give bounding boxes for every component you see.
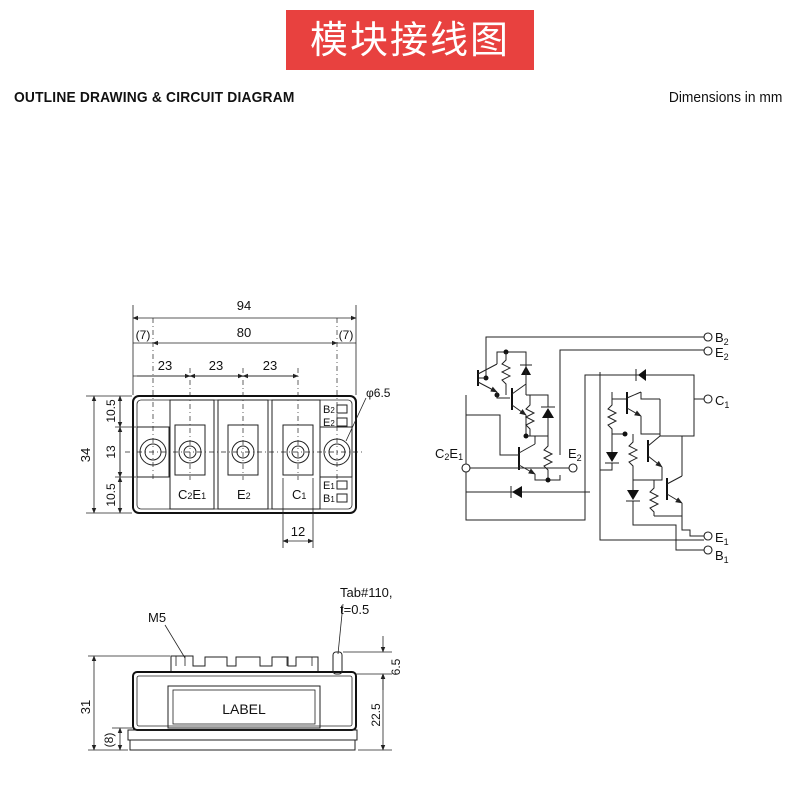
circuit-label-e2-top: E2 xyxy=(715,345,729,362)
terminal-e2-top xyxy=(703,346,713,356)
circuit-label-e2-mid: E2 xyxy=(568,446,582,463)
dim-spacing-2: 23 xyxy=(209,358,223,373)
circuit-label-b1: B1 xyxy=(715,548,729,565)
dim-spacing-1: 23 xyxy=(158,358,172,373)
drawing-heading: OUTLINE DRAWING & CIRCUIT DIAGRAM xyxy=(14,89,295,106)
screw-size: M5 xyxy=(148,610,166,625)
outline-side-view: LABEL Tab#110, t=0.5 M5 31 (8) 6.5 22.5 xyxy=(78,585,403,751)
dim-spacing-3: 23 xyxy=(263,358,277,373)
tab-spec-line2: t=0.5 xyxy=(340,602,369,617)
label-text: LABEL xyxy=(222,701,266,717)
terminal-label-b1-small: B1 xyxy=(323,493,335,505)
circuit-diagram: B2 E2 C1 C2E1 E2 E1 B1 xyxy=(435,330,729,565)
circuit-label-c2e1: C2E1 xyxy=(435,446,463,462)
terminal-label-e2: E2 xyxy=(237,487,251,502)
terminal-c1 xyxy=(703,394,713,404)
terminal-compartment xyxy=(169,399,215,510)
dim-body-height: 22.5 xyxy=(369,703,383,727)
dim-height-bottom: 10.5 xyxy=(104,483,118,507)
terminal-label-b2: B2 xyxy=(323,404,335,416)
dim-tab-height: 6.5 xyxy=(389,658,403,675)
dim-inner-width: 80 xyxy=(237,325,251,340)
mounting-pad-right xyxy=(319,426,353,478)
dim-left-offset: (7) xyxy=(136,328,151,342)
label-area xyxy=(167,685,321,729)
dim-height-top: 10.5 xyxy=(104,399,118,423)
dim-terminal-width: 12 xyxy=(291,524,305,539)
dim-side-height: 31 xyxy=(78,700,93,714)
circuit-label-b2: B2 xyxy=(715,330,729,347)
fast-on-tab xyxy=(332,651,343,675)
tab-spec-line1: Tab#110, xyxy=(340,585,393,600)
terminal-label-e1-small: E1 xyxy=(323,480,335,492)
terminal-e2-mid xyxy=(568,463,578,473)
dim-height-mid: 13 xyxy=(104,445,118,459)
terminal-b2 xyxy=(703,332,713,342)
terminal-label-c2e1: C2E1 xyxy=(178,487,206,502)
terminal-c2e1 xyxy=(461,463,471,473)
title-banner: 模块接线图 xyxy=(286,10,534,70)
terminal-label-c1: C1 xyxy=(292,487,306,502)
dim-overall-width: 94 xyxy=(237,298,251,313)
dim-right-offset: (7) xyxy=(339,328,354,342)
dim-hole-diameter: φ6.5 xyxy=(366,386,391,400)
circuit-label-c1: C1 xyxy=(715,393,729,410)
dim-base-height: (8) xyxy=(102,733,116,748)
dim-height: 34 xyxy=(78,448,93,462)
base-plate xyxy=(127,729,358,741)
dimension-units: Dimensions in mm xyxy=(668,89,782,106)
module-body-outline xyxy=(132,395,357,514)
terminal-e1 xyxy=(703,531,713,541)
terminal-label-e2-small: E2 xyxy=(323,417,335,429)
circuit-label-e1: E1 xyxy=(715,530,729,547)
outline-top-view: C2E1 E2 C1 B2 E2 E1 B1 94 80 (7) (7) 23 … xyxy=(78,298,391,548)
terminal-b1 xyxy=(703,545,713,555)
